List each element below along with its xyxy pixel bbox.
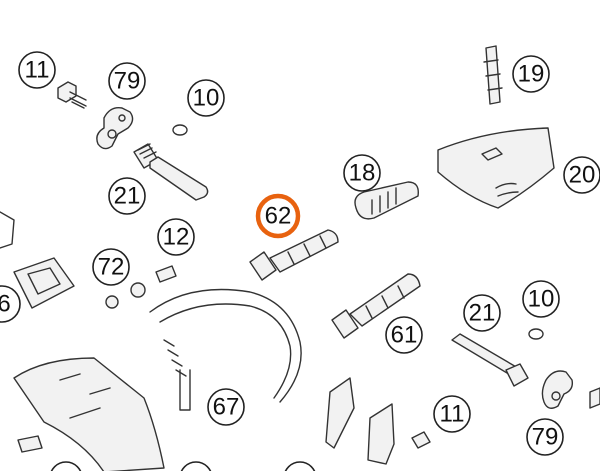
shaft-lower-right	[451, 333, 529, 387]
callout-20[interactable]: 20	[563, 156, 600, 194]
callout-79-lower[interactable]: 79	[526, 418, 564, 456]
plate-left	[0, 211, 75, 309]
levers-lower-middle	[325, 377, 431, 465]
callout-label: 10	[193, 85, 220, 112]
callout-label: 72	[98, 254, 125, 281]
shift-rail-67	[149, 288, 302, 411]
lock-plate-top-left	[96, 107, 134, 150]
callout-11-top[interactable]: 11	[18, 51, 56, 89]
callout-label: 18	[349, 160, 376, 187]
shaft-top-left	[133, 143, 209, 201]
callout-18[interactable]: 18	[343, 154, 381, 192]
parts-artwork	[0, 45, 600, 471]
callout-label: 67	[213, 394, 240, 421]
callout-62-highlighted[interactable]: 62	[255, 193, 301, 239]
callout-label: 6	[0, 291, 11, 318]
shaft-62	[249, 229, 339, 281]
callout-10-lower[interactable]: 10	[522, 280, 560, 318]
pin-12	[155, 265, 177, 283]
callout-label: 12	[163, 224, 190, 251]
pin-top-right	[483, 45, 503, 105]
shaft-61	[331, 273, 421, 339]
callout-label: 62	[265, 203, 292, 230]
callout-label: 19	[518, 61, 545, 88]
callout-label: 21	[469, 300, 496, 327]
callout-label: 20	[569, 162, 596, 189]
lock-plate-lower-right	[541, 370, 600, 409]
callout-6[interactable]: 6	[0, 285, 21, 323]
o-ring-lower	[528, 328, 544, 340]
callout-12[interactable]: 12	[157, 218, 195, 256]
callout-21-top[interactable]: 21	[108, 177, 146, 215]
callout-10-top[interactable]: 10	[187, 79, 225, 117]
callout-79-top[interactable]: 79	[108, 62, 146, 100]
callout-label: 11	[440, 401, 465, 428]
callout-label: 79	[114, 68, 141, 95]
bolt-top-left	[57, 81, 87, 109]
callout-partial-bottom	[50, 461, 316, 471]
callout-label: 79	[532, 424, 559, 451]
callout-19[interactable]: 19	[512, 55, 550, 93]
washers-72	[105, 282, 146, 309]
callout-61[interactable]: 61	[385, 316, 423, 354]
callout-label: 11	[25, 57, 50, 84]
bracket-top-right	[437, 127, 555, 209]
callout-67[interactable]: 67	[207, 388, 245, 426]
callout-72[interactable]: 72	[92, 248, 130, 286]
callout-21-lower[interactable]: 21	[463, 294, 501, 332]
o-ring-top	[172, 124, 188, 136]
callout-11-lower[interactable]: 11	[433, 395, 471, 433]
callout-label: 61	[391, 322, 418, 349]
callout-label: 21	[114, 183, 141, 210]
spring-assembly-18	[354, 181, 419, 220]
housing-lower-left	[13, 357, 165, 471]
callout-label: 10	[528, 286, 555, 313]
